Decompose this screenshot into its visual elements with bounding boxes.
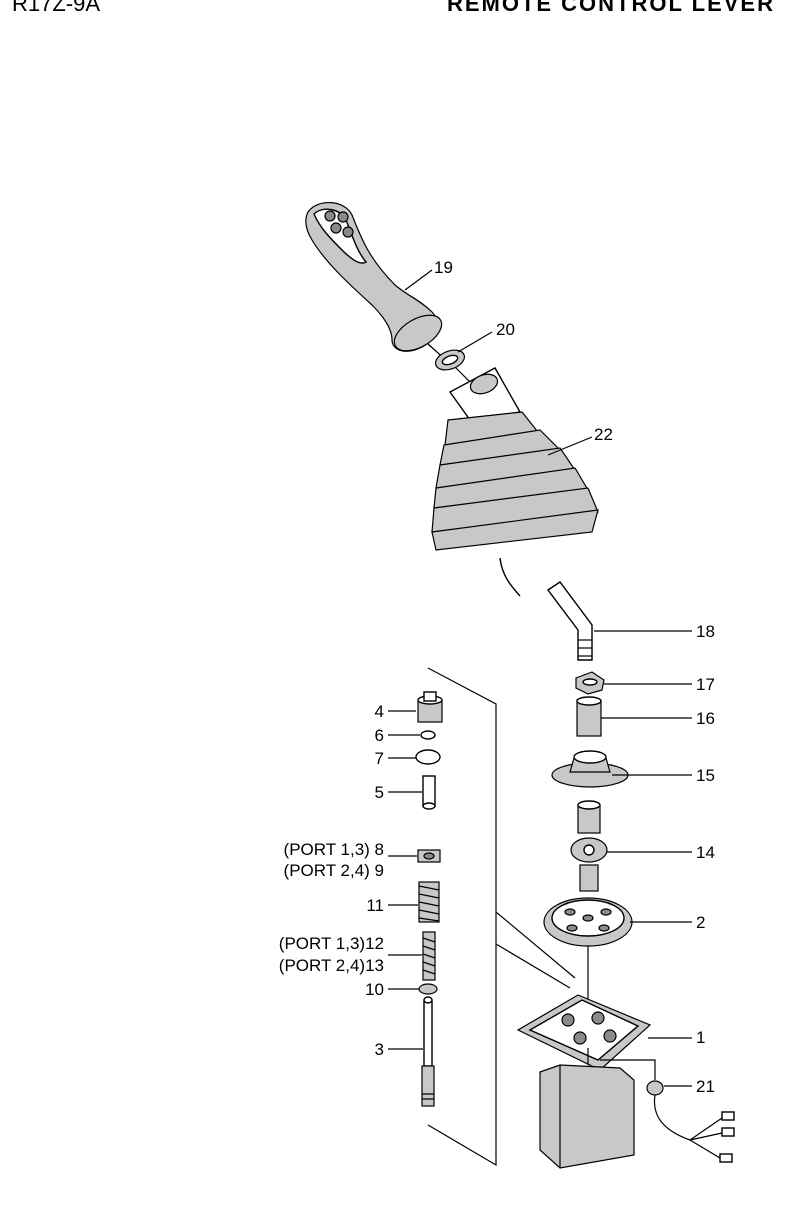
washer-part-8-9 (417, 849, 441, 863)
callout-5: 5 (375, 783, 384, 802)
handle-grip-part-19 (305, 202, 449, 363)
push-rod-part-3 (421, 996, 435, 1107)
connector-part-21 (646, 1080, 735, 1163)
seal-disc-part-15 (551, 750, 629, 788)
callout-6: 6 (375, 726, 384, 745)
coupling-part-16 (576, 696, 602, 737)
callout-14: 14 (696, 843, 715, 862)
callout-1: 1 (696, 1028, 705, 1047)
callout-19: 19 (434, 258, 453, 277)
callout-9: (PORT 2,4) 9 (284, 861, 384, 880)
spool-part-5 (422, 775, 436, 810)
callout-20: 20 (496, 320, 515, 339)
valve-body-part-1 (516, 946, 652, 1169)
callout-15: 15 (696, 766, 715, 785)
callout-8: (PORT 1,3) 8 (284, 840, 384, 859)
assembly-guide-lines (427, 667, 656, 1167)
callout-22: 22 (594, 425, 613, 444)
callout-10: 10 (365, 980, 384, 999)
callout-2: 2 (696, 913, 705, 932)
callout-7: 7 (375, 749, 384, 768)
rod-part-18 (546, 581, 593, 661)
plug-part-4 (417, 691, 443, 723)
callout-17: 17 (696, 675, 715, 694)
callout-21: 21 (696, 1077, 715, 1096)
leader-lines (388, 269, 692, 1087)
callout-labels: 19 20 22 18 17 16 15 14 2 1 21 4 6 7 5 (… (279, 258, 715, 1096)
rubber-boot-part-22 (431, 367, 599, 597)
callout-12: (PORT 1,3)12 (279, 934, 384, 953)
spring-part-11 (418, 881, 440, 923)
model-code: R17Z-9A (12, 0, 101, 16)
spring-part-12-13 (422, 931, 436, 981)
callout-11: 11 (366, 896, 384, 915)
callout-3: 3 (375, 1040, 384, 1059)
callout-13: (PORT 2,4)13 (279, 956, 384, 975)
hex-nut-part-17 (575, 671, 605, 695)
callout-4: 4 (375, 702, 384, 721)
washer-part-10 (418, 983, 438, 995)
universal-joint-part-14 (570, 800, 608, 892)
diagram-title: REMOTE CONTROL LEVER (446, 0, 775, 16)
callout-16: 16 (696, 709, 715, 728)
seal-part-7 (415, 749, 441, 765)
plate-part-2 (543, 897, 633, 947)
o-ring-part-6 (420, 730, 436, 740)
callout-18: 18 (696, 622, 715, 641)
nut-part-20 (434, 349, 479, 391)
